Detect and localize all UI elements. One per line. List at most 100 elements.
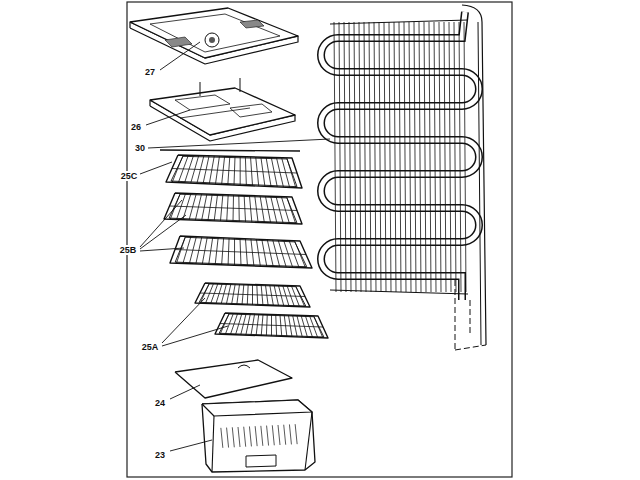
drawer-edge [212, 416, 214, 472]
glass-clip [238, 365, 250, 368]
drawer-rim [202, 400, 312, 416]
leader-line [170, 385, 200, 399]
shelf-frame [166, 155, 302, 188]
shelf-frame [164, 193, 302, 224]
tray-knob [205, 33, 219, 47]
wire-shelf [195, 283, 310, 307]
coil-wire [444, 22, 446, 292]
callout-number: 25A [141, 342, 160, 352]
tray-detail [230, 104, 272, 117]
coil-wire [424, 22, 426, 292]
glass-panel [175, 360, 292, 398]
condenser-coil [321, 5, 486, 350]
tray-detail [240, 20, 264, 28]
shelf-inner-frame [219, 314, 324, 337]
callout-number: 27 [144, 67, 156, 77]
tray-detail [165, 37, 192, 47]
top-tray [130, 8, 298, 64]
coil-wire [434, 22, 436, 292]
coil-rail [330, 290, 468, 294]
leader-line [140, 200, 182, 247]
drawer-rib [284, 425, 286, 445]
back-plate-hidden [455, 280, 456, 350]
drawer-rib [249, 426, 251, 446]
coil-wire [394, 22, 396, 292]
figure-frame [127, 2, 512, 477]
drawer-rib [272, 425, 274, 445]
wire-shelf [166, 155, 302, 188]
coil-wire [369, 22, 371, 292]
coil-wire [374, 22, 376, 292]
drawer-handle [246, 455, 276, 467]
leader-line [162, 326, 228, 346]
drawer-rib [261, 426, 263, 446]
drawer-rib [295, 424, 297, 444]
shelf-inner-frame [171, 156, 297, 186]
callout-number: 25B [119, 245, 138, 255]
drawer-edge [305, 412, 312, 470]
shelf-inner-frame [199, 284, 306, 306]
shelf-cross-wire [175, 250, 306, 255]
coil-wire [409, 22, 411, 292]
glass-shelf [175, 360, 292, 398]
coil-wire [454, 22, 456, 292]
coil-wire [439, 22, 441, 292]
drawer-rib [227, 428, 229, 448]
back-plate-edge [462, 5, 486, 345]
callout-number: 25C [120, 171, 139, 181]
drawer-rib [238, 427, 240, 447]
shelf-cross-wire [170, 206, 298, 211]
coil-tube-inner [321, 12, 479, 300]
coil-wire [414, 22, 416, 292]
coil-wire [404, 22, 406, 292]
leader-line [170, 440, 212, 451]
tray-post [240, 78, 241, 92]
tray-post [200, 82, 201, 96]
tray-recess [150, 14, 280, 52]
back-plate-edge [478, 22, 481, 345]
drawer-rib [221, 428, 223, 448]
coil-wire [334, 22, 336, 292]
drawer-rib [278, 425, 280, 445]
coil-wire [384, 22, 386, 292]
drawer-rib [267, 426, 269, 446]
coil-wire [354, 22, 356, 292]
control-tray [150, 78, 295, 141]
callout-number: 24 [154, 398, 166, 408]
coil-wire [364, 22, 366, 292]
shelf-frame [215, 313, 328, 338]
leader-line [160, 42, 200, 70]
crisper-drawer [202, 400, 315, 472]
drawer-body [202, 400, 315, 472]
coil-wire [339, 22, 341, 292]
coil-tube-outer [321, 12, 479, 300]
coil-wire [464, 22, 466, 292]
coil-wire [379, 22, 381, 292]
wire-shelf [215, 313, 328, 338]
coil-wire [449, 22, 451, 292]
coil-wire [459, 22, 461, 292]
callout-number: 23 [154, 450, 166, 460]
coil-wire [344, 22, 346, 292]
shelf-cross-wire [200, 293, 305, 297]
drawer-rib [289, 424, 291, 444]
drawer-rib [244, 427, 246, 447]
leader-line [140, 215, 186, 249]
coil-wire [359, 22, 361, 292]
shelf-inner-frame [169, 194, 297, 223]
coil-rail [330, 20, 468, 24]
callout-number: 26 [130, 122, 142, 132]
tray-detail [180, 108, 250, 118]
leader-line [146, 110, 190, 125]
leader-line [140, 162, 172, 174]
callout-number: 30 [134, 143, 146, 153]
tray-top [130, 8, 298, 58]
back-plate-hidden [455, 345, 486, 350]
leader-line [140, 248, 184, 251]
leader-line [148, 139, 330, 148]
coil-wire [419, 22, 421, 292]
back-plate-hidden [470, 300, 471, 335]
tray-detail [175, 95, 230, 110]
